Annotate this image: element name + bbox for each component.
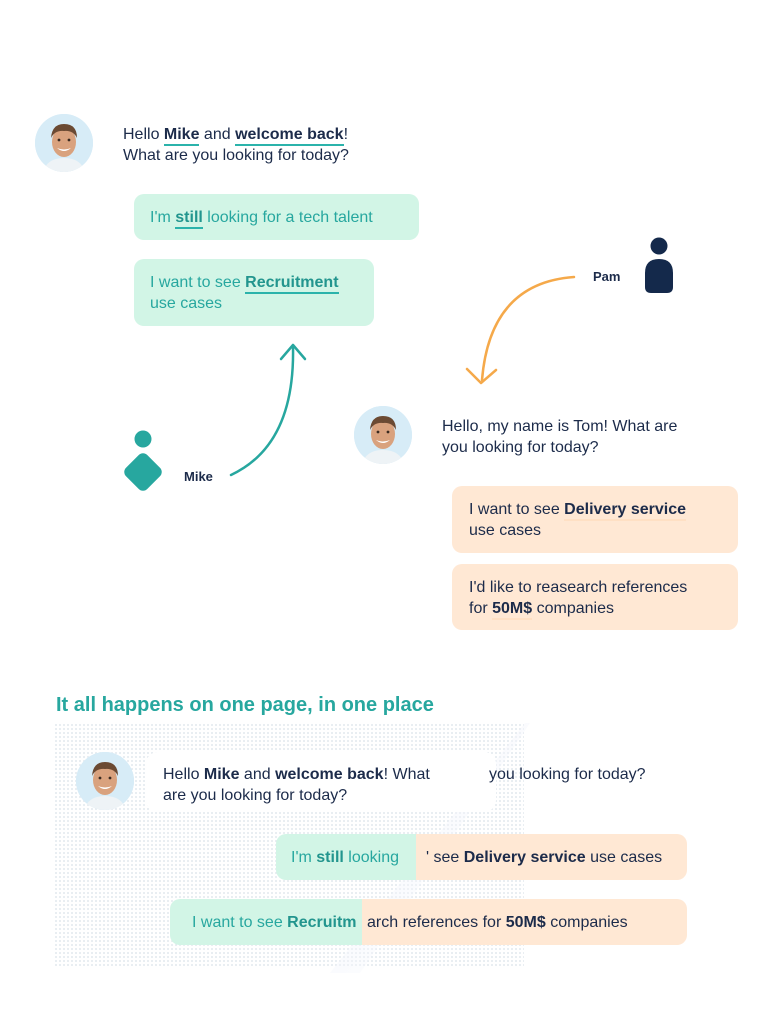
reply-bubble-tech-talent[interactable]: I'm still looking for a tech talent [134,194,419,240]
reply-bubble-recruitment[interactable]: I want to see Recruitment use cases [134,259,374,326]
bot-avatar-tom [354,406,412,464]
avatar-face-icon [35,114,93,172]
user-name: Mike [163,126,200,146]
bot-greeting-line1: Hello Mike and welcome back! [123,124,349,146]
merged-greeting-card [146,752,496,812]
pam-person-icon [645,237,673,293]
avatar-face-icon [76,752,134,810]
merged-peach-bubble-2[interactable]: arch references for 50M$ companies [362,899,687,945]
merged-peach-bubble-1[interactable]: ' see Delivery service use cases [416,834,687,880]
teal-curved-arrow-icon [229,343,307,477]
bot-avatar [35,114,93,172]
merged-green-bubble-2[interactable]: I want to see Recruitm [170,899,370,945]
merged-green-bubble-1[interactable]: I'm still looking [276,834,436,880]
avatar-face-icon [354,406,412,464]
orange-curved-arrow-icon [465,275,576,385]
section-headline: It all happens on one page, in one place [56,694,434,716]
merged-greeting-right: you looking for today? [489,766,646,783]
mike-person-icon [124,430,162,491]
reply-bubble-delivery[interactable]: I want to see Delivery service use cases [452,486,738,553]
merged-greeting: Hello Mike and welcome back! What are yo… [163,766,430,804]
bot-avatar-merged [76,752,134,810]
mike-label: Mike [184,469,213,484]
tom-greeting: Hello, my name is Tom! What are you look… [442,418,678,456]
reply-bubble-references[interactable]: I'd like to reasearch references for 50M… [452,564,738,630]
welcome-emphasis: welcome back [235,126,344,146]
bot-greeting-line2: What are you looking for today? [123,147,349,164]
bot-greeting: Hello Mike and welcome back! What are yo… [123,124,349,166]
pam-label: Pam [593,269,621,284]
